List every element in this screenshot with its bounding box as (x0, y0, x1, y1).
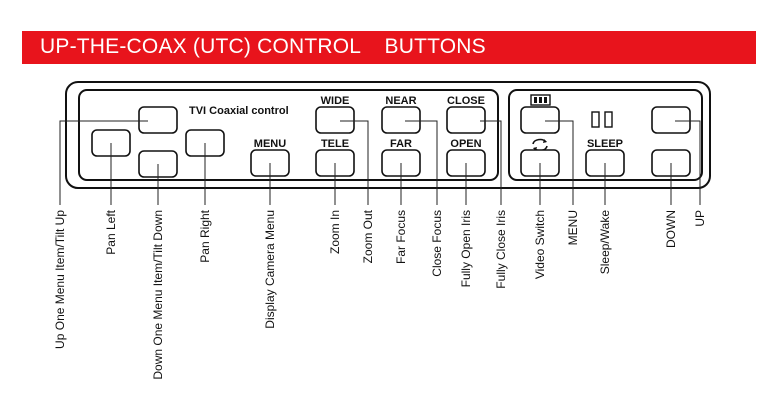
title-banner: UP-THE-COAX (UTC) CONTROL BUTTONS (22, 31, 756, 64)
open-button-label: OPEN (450, 138, 481, 150)
label-pan-right: Pan Right (198, 209, 212, 262)
video-bars-icon (530, 94, 551, 106)
label-close-iris: Fully Close Iris (494, 210, 508, 289)
leader-up-one-menu (59, 120, 148, 205)
label-zoom-out: Zoom Out (361, 209, 375, 263)
far-button-label: FAR (390, 138, 412, 150)
banner-title: UP-THE-COAX (UTC) CONTROL BUTTONS (40, 35, 486, 58)
left-inner-panel (78, 89, 499, 181)
up-button[interactable] (651, 106, 691, 134)
close-button-label: CLOSE (447, 95, 485, 107)
sleep-indicator-icon (591, 111, 613, 128)
label-up-one-menu: Up One Menu Item/Tilt Up (53, 210, 67, 349)
near-button-label: NEAR (385, 95, 416, 107)
sleep-button-label: SLEEP (587, 138, 623, 150)
label-sleep-wake: Sleep/Wake (598, 210, 612, 275)
leader-zoom-out (340, 120, 369, 205)
label-down-one-menu: Down One Menu Item/Tilt Down (151, 210, 165, 380)
wide-button-label: WIDE (321, 95, 350, 107)
menu-right-button[interactable] (520, 106, 560, 134)
tilt-up-button[interactable] (138, 106, 178, 134)
panel-title: TVI Coaxial control (189, 105, 289, 117)
label-far-focus: Far Focus (394, 210, 408, 264)
label-up: UP (693, 210, 707, 227)
label-pan-left: Pan Left (104, 209, 118, 254)
near-button[interactable] (381, 106, 421, 134)
leader-close-iris (480, 120, 502, 205)
leader-up (675, 120, 701, 205)
tele-button-label: TELE (321, 138, 349, 150)
label-video-switch: Video Switch (533, 210, 547, 279)
label-close-focus: Close Focus (430, 210, 444, 277)
label-menu: MENU (566, 210, 580, 245)
label-display-menu: Display Camera Menu (263, 210, 277, 329)
outer-panel (65, 81, 711, 189)
label-open-iris: Fully Open Iris (459, 210, 473, 287)
wide-button[interactable] (315, 106, 355, 134)
close-iris-button[interactable] (446, 106, 486, 134)
leader-close-focus (405, 120, 438, 205)
label-down: DOWN (664, 210, 678, 248)
label-zoom-in: Zoom In (328, 210, 342, 254)
menu-button-label: MENU (254, 138, 286, 150)
leader-menu (545, 120, 574, 205)
